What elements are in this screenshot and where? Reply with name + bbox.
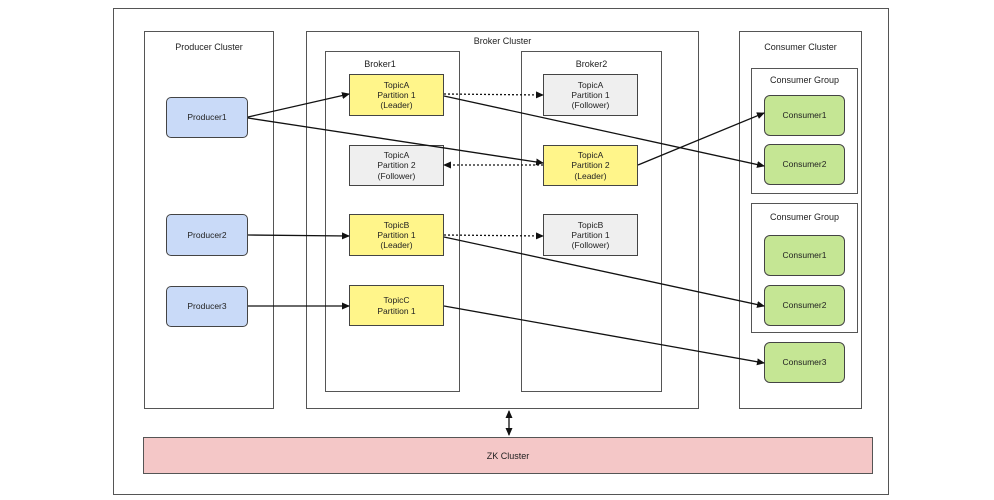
broker-cluster-title: Broker Cluster (473, 36, 532, 46)
broker1-topicc-p1[interactable]: TopicC Partition 1 (349, 285, 444, 326)
broker1-topica-p1-leader[interactable]: TopicA Partition 1 (Leader) (349, 74, 444, 116)
group1-consumer2[interactable]: Consumer2 (764, 144, 845, 185)
zk-cluster[interactable]: ZK Cluster (143, 437, 873, 474)
group1-consumer1[interactable]: Consumer1 (764, 95, 845, 136)
consumer-group-2-title: Consumer Group (769, 212, 840, 222)
group2-consumer1[interactable]: Consumer1 (764, 235, 845, 276)
group2-consumer2[interactable]: Consumer2 (764, 285, 845, 326)
producer2-node[interactable]: Producer2 (166, 214, 248, 256)
producer-cluster-title: Producer Cluster (175, 42, 243, 52)
broker2-topica-p2-leader[interactable]: TopicA Partition 2 (Leader) (543, 145, 638, 186)
consumer3-node[interactable]: Consumer3 (764, 342, 845, 383)
broker2-title: Broker2 (575, 59, 608, 69)
broker1-topica-p2-follower[interactable]: TopicA Partition 2 (Follower) (349, 145, 444, 186)
consumer-group-1-title: Consumer Group (769, 75, 840, 85)
broker1-topicb-p1-leader[interactable]: TopicB Partition 1 (Leader) (349, 214, 444, 256)
consumer-cluster-title: Consumer Cluster (764, 42, 837, 52)
broker2-topica-p1-follower[interactable]: TopicA Partition 1 (Follower) (543, 74, 638, 116)
broker1-title: Broker1 (364, 59, 396, 69)
producer3-node[interactable]: Producer3 (166, 286, 248, 327)
broker2-topicb-p1-follower[interactable]: TopicB Partition 1 (Follower) (543, 214, 638, 256)
producer1-node[interactable]: Producer1 (166, 97, 248, 138)
